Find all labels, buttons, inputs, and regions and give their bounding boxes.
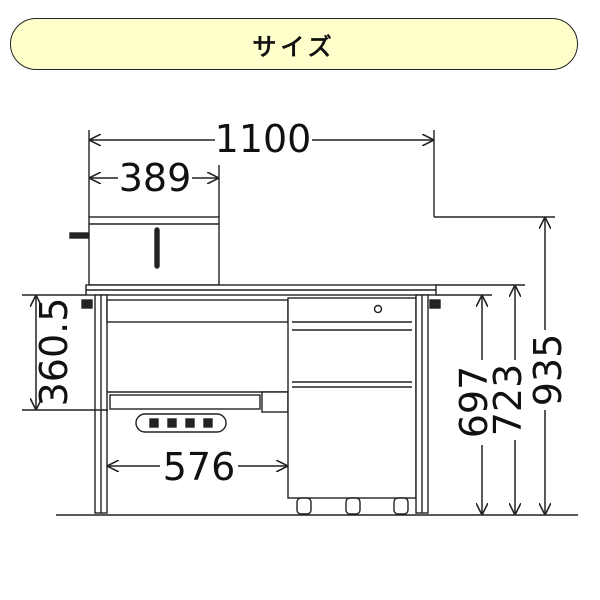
grip-slot-icon bbox=[149, 418, 159, 428]
title-banner: サイズ bbox=[10, 18, 578, 70]
shelf-clamp-icon bbox=[69, 232, 89, 239]
page-title: サイズ bbox=[252, 32, 336, 61]
keyboard-tray bbox=[109, 394, 261, 410]
drawer-pedestal bbox=[287, 297, 417, 499]
left-clamp-icon bbox=[81, 299, 93, 309]
dim-label-desk-height: 723 bbox=[486, 364, 530, 437]
tray-bracket bbox=[261, 391, 289, 413]
caster-icon bbox=[296, 497, 312, 515]
upper-shelf bbox=[88, 216, 220, 286]
grip-slot-icon bbox=[203, 418, 213, 428]
caster-icon bbox=[345, 497, 361, 515]
grip-slot-icon bbox=[167, 418, 177, 428]
dimension-arrows bbox=[36, 140, 545, 515]
caster-icon bbox=[393, 497, 409, 515]
grip-slot-icon bbox=[185, 418, 195, 428]
dim-label-total-height: 935 bbox=[526, 334, 570, 407]
shelf-handle-icon bbox=[154, 227, 160, 269]
dim-label-knee-width: 576 bbox=[163, 445, 236, 489]
dim-label-upper-width: 389 bbox=[119, 156, 192, 200]
front-panel bbox=[106, 299, 289, 323]
dim-label-upper-height: 360.5 bbox=[32, 298, 76, 407]
lock-icon bbox=[373, 304, 383, 314]
desk-outline bbox=[22, 130, 578, 516]
dim-label-drawer-height: 697 bbox=[452, 366, 496, 439]
right-clamp-icon bbox=[429, 299, 441, 309]
dim-label-total-width: 1100 bbox=[215, 117, 312, 161]
